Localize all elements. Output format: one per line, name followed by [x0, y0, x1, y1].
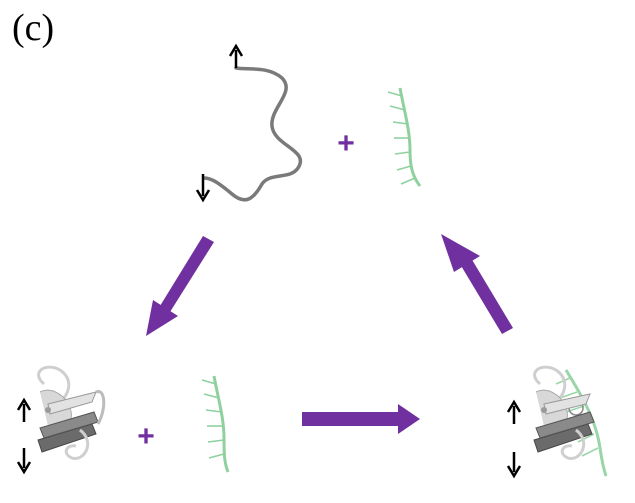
plus-sign-top: +: [337, 127, 355, 160]
terminus-up-arrow-icon: [16, 397, 32, 422]
arrow-right-icon: [302, 404, 420, 434]
dna-strand-bottom-icon: [201, 375, 230, 473]
state-unfolded-peptide: [195, 43, 303, 203]
terminus-up-arrow-icon: [228, 43, 244, 68]
terminus-down-arrow-icon: [16, 448, 32, 475]
state-folded-protein: [16, 365, 106, 475]
plus-sign-bottom: +: [137, 420, 155, 453]
terminus-up-arrow-icon: [506, 399, 522, 424]
terminus-down-arrow-icon: [506, 452, 522, 479]
bound-complex-icon: [533, 365, 608, 477]
dna-strand-top-icon: [387, 87, 422, 187]
disordered-chain-icon: [202, 66, 303, 202]
arrow-up-left-icon: [441, 234, 513, 334]
state-protein-dna-complex: [506, 365, 608, 479]
arrow-down-left-icon: [146, 236, 214, 336]
folded-protein-icon: [37, 365, 106, 460]
panel-label: (c): [12, 7, 54, 49]
terminus-down-arrow-icon: [195, 174, 211, 203]
